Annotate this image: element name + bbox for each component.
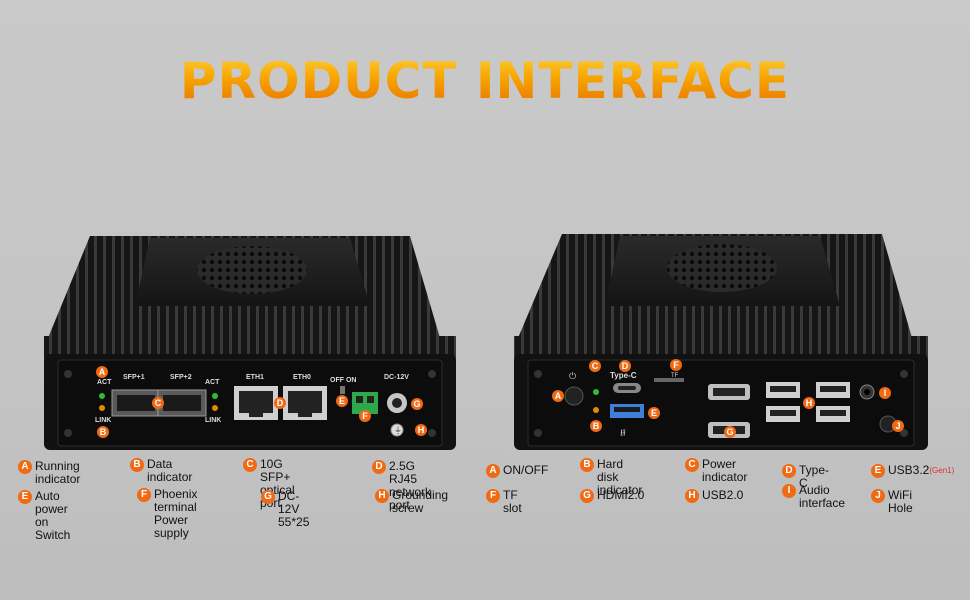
legend-badge: E <box>18 490 32 504</box>
page-title: PRODUCT INTERFACE <box>0 52 970 110</box>
legend-text: Audio interface <box>799 483 846 510</box>
legend-badge: A <box>18 460 32 474</box>
left-marker-e: E <box>339 396 345 406</box>
legend-text: HDMI2.0 <box>597 488 645 502</box>
left-marker-c: C <box>155 398 162 408</box>
legend-badge: F <box>486 489 500 503</box>
right-marker-e: E <box>651 408 657 418</box>
right-device-image: ⏻ Type-C ⭿ TF A B C D E F G H I J <box>514 234 928 450</box>
svg-text:⏻: ⏻ <box>569 371 576 381</box>
legend-text: Data indicator <box>147 457 193 484</box>
legend-text: Phoenix terminal Power supply <box>154 487 198 540</box>
eth0-label: ETH0 <box>293 374 311 381</box>
left-marker-d: D <box>277 398 284 408</box>
legend-badge: F <box>137 488 151 502</box>
legend-badge: B <box>130 458 144 472</box>
legend-text: Type-C <box>799 463 830 490</box>
right-marker-j: J <box>895 421 900 431</box>
legend-badge: B <box>580 458 594 472</box>
tf-label: TF <box>671 373 679 379</box>
legend-badge: G <box>580 489 594 503</box>
legend-badge: D <box>372 460 386 474</box>
sfp1-label: SFP+1 <box>123 374 145 381</box>
left-marker-a: A <box>99 367 106 377</box>
act1-label: ACT <box>97 379 112 386</box>
legend-badge: H <box>685 489 699 503</box>
legend-text: ON/OFF <box>503 463 549 477</box>
typec-label: Type-C <box>610 371 637 380</box>
legend-badge: C <box>685 458 699 472</box>
sfp2-label: SFP+2 <box>170 374 192 381</box>
legend-text: DC-12V 55*25 <box>278 489 310 529</box>
off-on-label: OFF ON <box>330 377 356 384</box>
legend-badge: I <box>782 484 796 498</box>
legend-text: Running indicator <box>35 459 81 486</box>
left-marker-h: H <box>418 425 425 435</box>
link1-label: LINK <box>95 417 111 424</box>
legend-text: USB3.2 <box>888 463 930 477</box>
legend-badge: D <box>782 464 796 478</box>
left-marker-g: G <box>413 399 420 409</box>
link2-label: LINK <box>205 417 221 424</box>
left-device-image: ACT LINK SFP+1 SFP+2 ACT LINK ETH1 ETH0 … <box>44 236 456 450</box>
right-marker-f: F <box>673 360 679 370</box>
right-marker-c: C <box>592 361 599 371</box>
right-marker-i: I <box>884 388 887 398</box>
right-marker-a: A <box>555 391 562 401</box>
legend-text: Power indicator <box>702 457 748 484</box>
legend-text: Auto power on Switch <box>35 489 71 542</box>
right-marker-g: G <box>726 427 733 437</box>
left-marker-b: B <box>100 427 107 437</box>
eth1-label: ETH1 <box>246 374 264 381</box>
dc-label: DC-12V <box>384 374 409 381</box>
legend-badge: C <box>243 458 257 472</box>
legend-superscript: (Gen1) <box>929 466 955 475</box>
svg-text:⭿: ⭿ <box>620 428 626 438</box>
legend-text: USB2.0 <box>702 488 744 502</box>
right-marker-d: D <box>622 361 629 371</box>
legend-badge: J <box>871 489 885 503</box>
right-marker-h: H <box>806 398 813 408</box>
legend-badge: G <box>261 490 275 504</box>
legend-text: 2.5G RJ45 network port <box>389 459 432 512</box>
legend-badge: A <box>486 464 500 478</box>
legend-badge: H <box>375 489 389 503</box>
legend-text: Hard disk indicator <box>597 457 643 497</box>
left-marker-f: F <box>362 411 368 421</box>
right-marker-b: B <box>593 421 600 431</box>
svg-text:⏚: ⏚ <box>394 426 402 435</box>
legend-badge: E <box>871 464 885 478</box>
legend-text: Grounding screw <box>392 488 449 515</box>
act2-label: ACT <box>205 379 220 386</box>
legend-text: WiFi Hole <box>888 488 913 515</box>
legend-text: TF slot <box>503 488 522 515</box>
